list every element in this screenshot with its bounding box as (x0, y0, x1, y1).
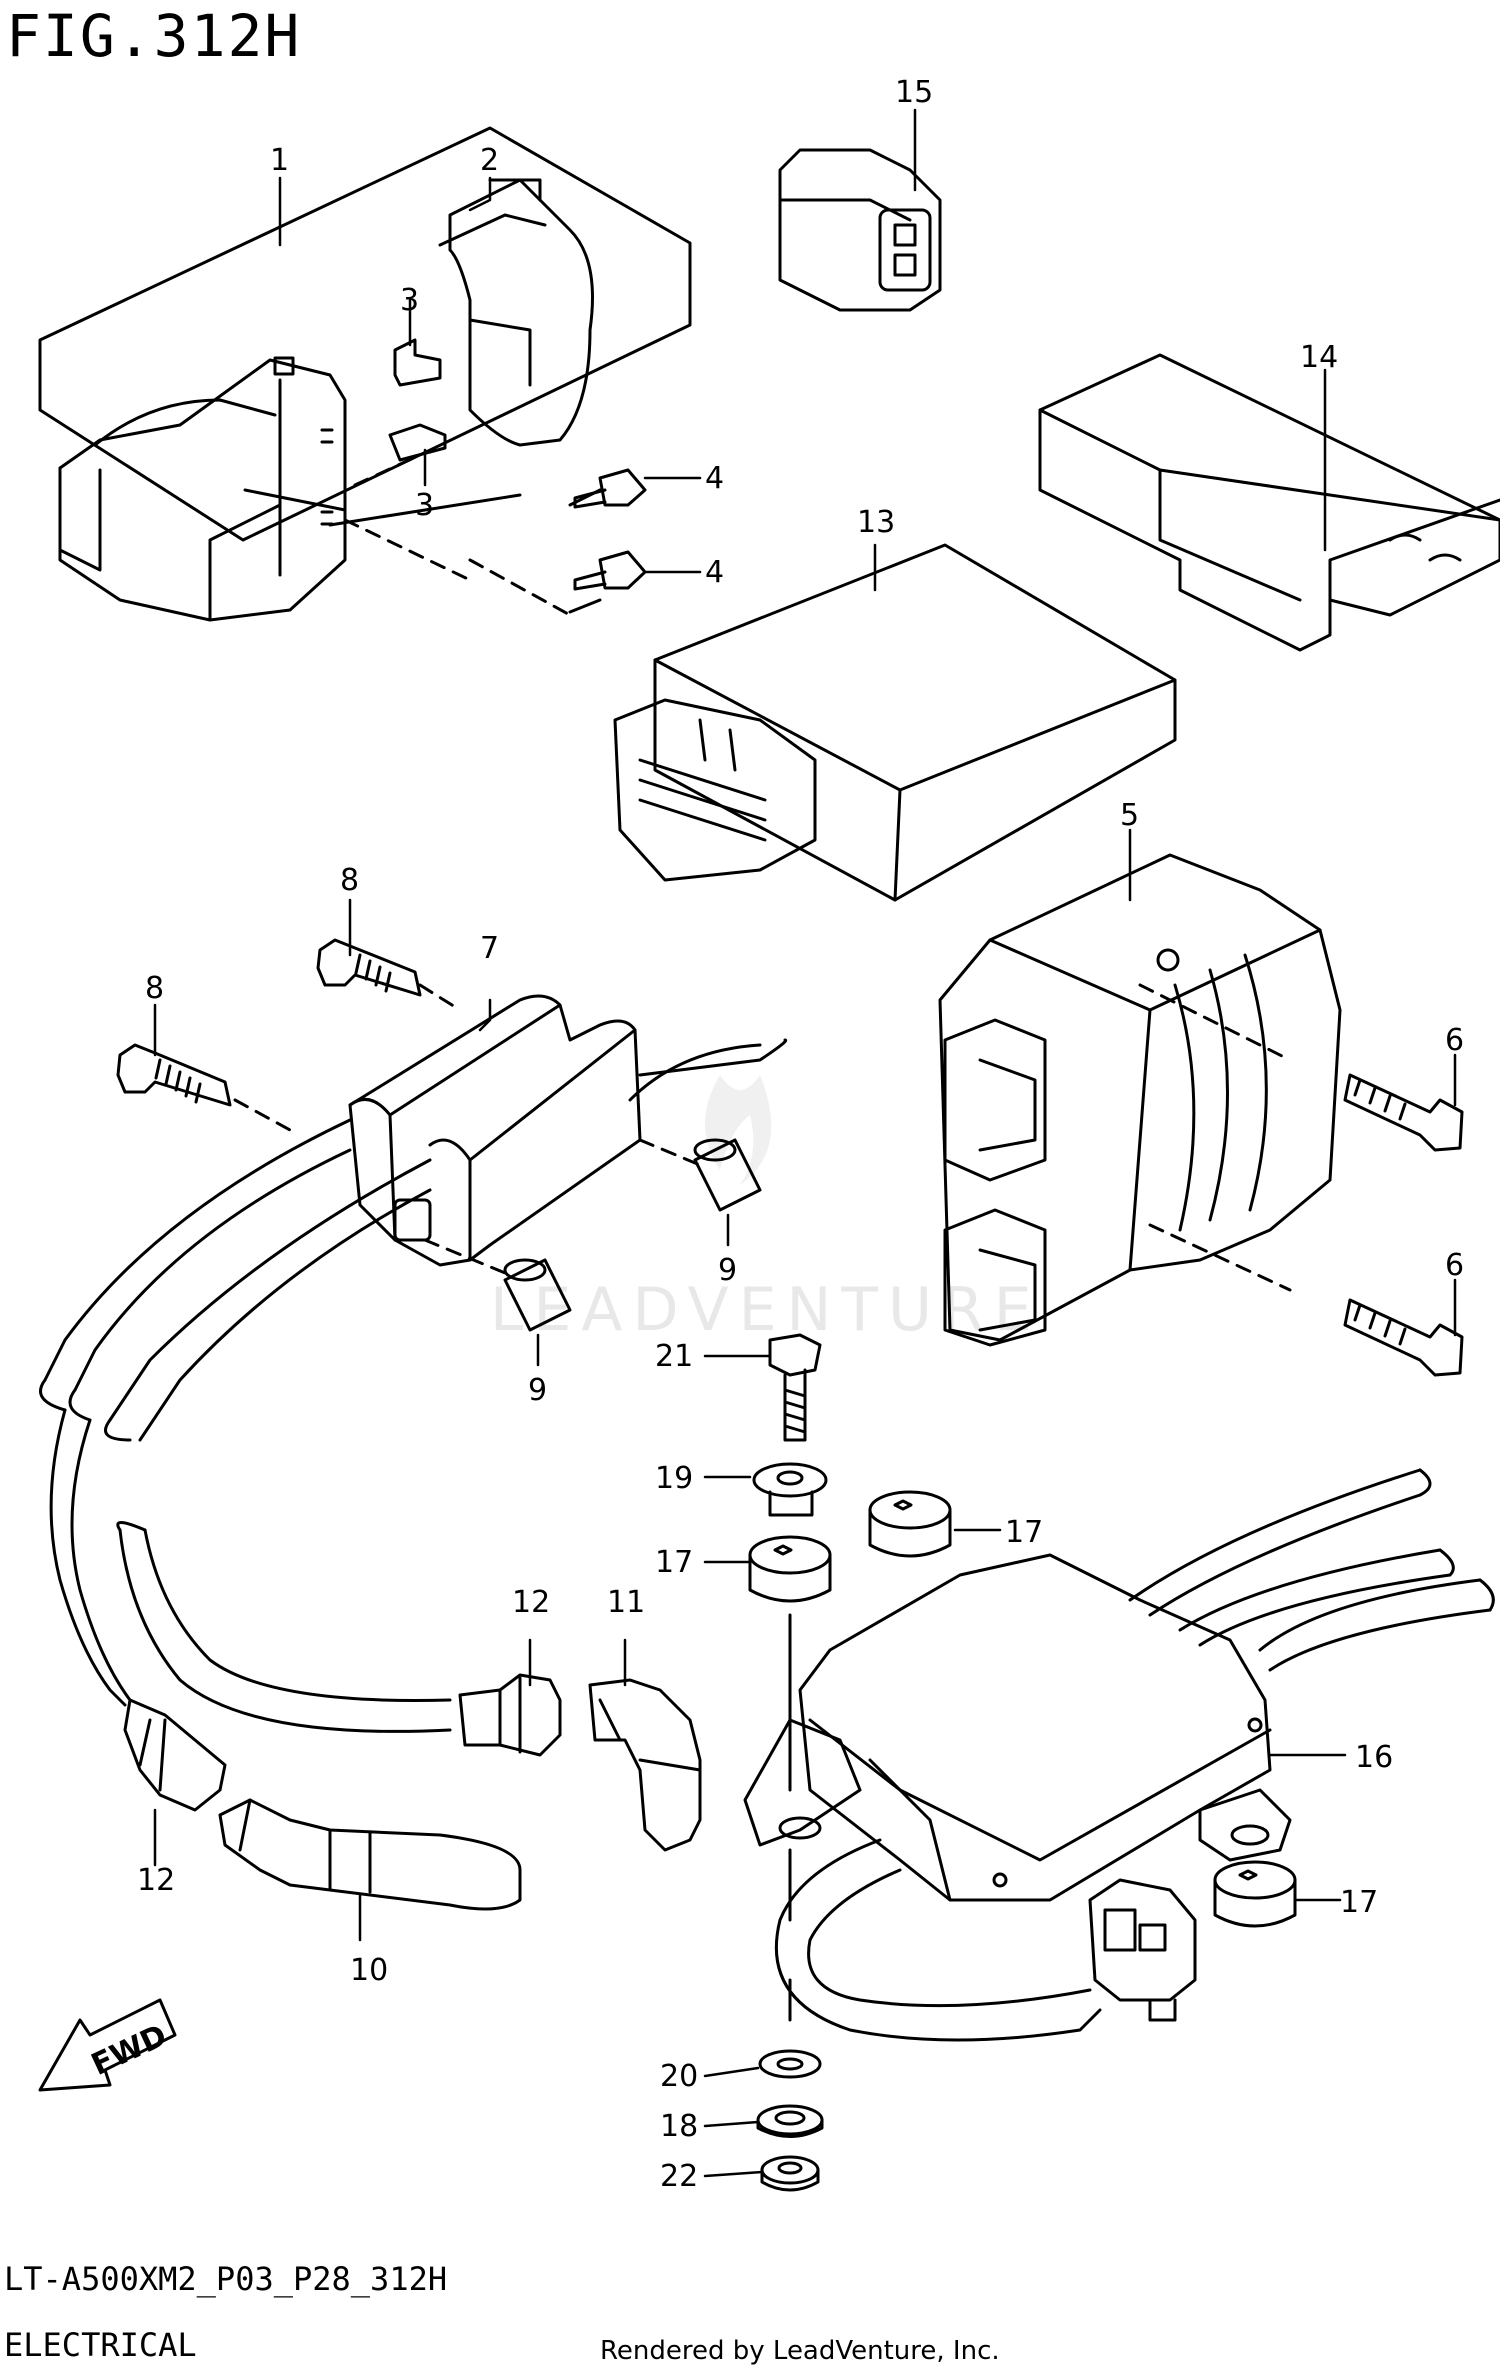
part-17-grommet-center (748, 1535, 832, 1603)
part-6-bolt-upper (1343, 1073, 1464, 1152)
callout-17-right: 17 (1340, 1885, 1378, 1920)
callout-8-upper: 8 (340, 863, 359, 898)
callout-16: 16 (1355, 1740, 1393, 1775)
callout-5: 5 (1120, 798, 1139, 833)
callout-8-lower: 8 (145, 971, 164, 1006)
part-16-control-unit (743, 1468, 1495, 2042)
part-12-cap-right (458, 1673, 562, 1757)
callout-18: 18 (660, 2109, 698, 2144)
callout-21: 21 (655, 1339, 693, 1374)
callout-14: 14 (1300, 340, 1338, 375)
part-17-grommet-top (868, 1490, 952, 1558)
part-14-cover (1038, 353, 1500, 652)
callout-numbers: 1 2 3 3 4 4 5 6 6 7 8 8 9 9 10 11 12 12 … (137, 75, 1464, 2194)
section-name: ELECTRICAL (4, 2326, 197, 2364)
part-9-sleeve-lower (423, 1238, 572, 1332)
part-12-cap-left (123, 1698, 227, 1812)
part-22-nut (760, 2155, 820, 2192)
callout-12-right: 12 (512, 1585, 550, 1620)
render-credit: Rendered by LeadVenture, Inc. (600, 2336, 1000, 2366)
part-1-relay-kit (38, 126, 692, 622)
callout-1: 1 (270, 143, 289, 178)
callout-20: 20 (660, 2059, 698, 2094)
watermark-text: LEADVENTURE (490, 1275, 1042, 1345)
part-20-washer (758, 2049, 822, 2079)
part-19-collar (752, 1462, 828, 1517)
part-11-plug-cap (588, 1678, 702, 1852)
fwd-direction-arrow (38, 1998, 177, 2092)
callout-6-lower: 6 (1445, 1248, 1464, 1283)
callout-3-upper: 3 (400, 283, 419, 318)
callout-19: 19 (655, 1461, 693, 1496)
part-15-coupler (778, 148, 942, 312)
callout-9-upper: 9 (718, 1253, 737, 1288)
callout-7: 7 (480, 931, 499, 966)
part-4-bolt-lower (573, 550, 647, 591)
part-8-bolt-lower (116, 1043, 292, 1132)
callout-13: 13 (857, 505, 895, 540)
part-13-ecm (613, 543, 1177, 902)
part-5-regulator (938, 853, 1342, 1347)
part-4-bolt-upper (573, 468, 647, 509)
part-10-plug-cap (218, 1798, 522, 1911)
callout-4-upper: 4 (705, 461, 724, 496)
part-8-bolt-upper (316, 938, 462, 1012)
part-7-ignition-coil (348, 994, 788, 1267)
callout-12-left: 12 (137, 1863, 175, 1898)
model-code: LT-A500XM2_P03_P28_312H (4, 2260, 448, 2298)
part-21-bolt (768, 1333, 822, 1442)
callout-15: 15 (895, 75, 933, 110)
callout-11: 11 (607, 1585, 645, 1620)
callout-10: 10 (350, 1953, 388, 1988)
callout-4-lower: 4 (705, 555, 724, 590)
callout-9-lower: 9 (528, 1373, 547, 1408)
callout-17-center: 17 (655, 1545, 693, 1580)
fwd-label: FWD (86, 2018, 172, 2083)
part-18-washer (756, 2104, 824, 2138)
callout-3-lower: 3 (415, 488, 434, 523)
part-6-bolt-lower (1343, 1298, 1464, 1377)
figure-title: FIG.312H (6, 2, 302, 70)
callout-6-upper: 6 (1445, 1023, 1464, 1058)
part-17-grommet-right (1213, 1860, 1297, 1928)
part-9-sleeve-upper (638, 1138, 762, 1212)
callout-22: 22 (660, 2159, 698, 2194)
callout-leader-lines (153, 108, 1457, 2178)
callout-17-top: 17 (1005, 1515, 1043, 1550)
callout-2: 2 (480, 143, 499, 178)
high-tension-cords (39, 1118, 452, 1733)
watermark-logo: LEADVENTURE (490, 1075, 1042, 1345)
